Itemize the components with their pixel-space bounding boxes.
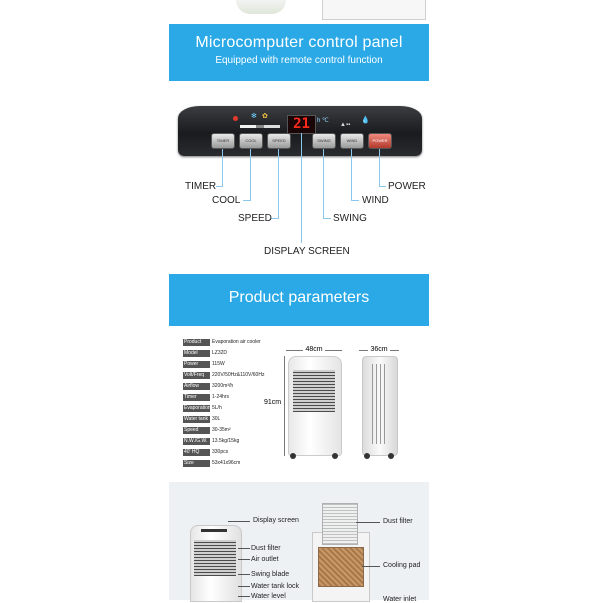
height-dimension-line xyxy=(284,356,285,456)
water-drop-icon: 💧 xyxy=(361,117,370,124)
height-value: 91cm xyxy=(264,399,282,406)
timer-button[interactable]: TIMER xyxy=(211,133,235,149)
snowflake-icon: ✻ xyxy=(251,113,257,120)
wind-label: WIND xyxy=(362,195,389,206)
diagram-label-dust-filter: Dust filter xyxy=(251,545,281,552)
depth-dimension: 36cm xyxy=(359,346,399,353)
diagram-label-display-screen: Display screen xyxy=(253,517,299,524)
cooler-front-grill xyxy=(293,370,335,412)
top-product-image-left xyxy=(236,0,286,14)
depth-value: 36cm xyxy=(368,346,390,353)
display-screen-label: DISPLAY SCREEN xyxy=(264,246,350,257)
product-parameters-title: Product parameters xyxy=(228,289,370,306)
product-parameters-banner: Product parameters xyxy=(169,274,429,326)
cooler-side-vents xyxy=(372,364,386,444)
cool-label: COOL xyxy=(212,195,241,206)
display-callout-line xyxy=(301,133,302,243)
swing-button[interactable]: SWING xyxy=(312,133,336,149)
power-label: POWER xyxy=(388,181,426,192)
power-indicator-icon xyxy=(233,116,238,121)
speed-button[interactable]: SPEED xyxy=(267,133,291,149)
diagram-label-water-level: Water level xyxy=(251,593,286,600)
control-panel-title: Microcomputer control panel xyxy=(195,34,403,51)
status-icons: h ℃ xyxy=(317,118,329,124)
swing-callout-line xyxy=(323,149,324,219)
top-product-image-right xyxy=(322,0,426,20)
cooler-side-wheel-right xyxy=(388,453,394,459)
fan-icon: ✿ xyxy=(262,113,268,120)
power-button[interactable]: POWER xyxy=(368,133,392,149)
timer-callout-line xyxy=(222,149,223,187)
diagram-cooling-pad xyxy=(318,547,364,587)
control-panel-banner: Microcomputer control panel Equipped wit… xyxy=(169,24,429,81)
speed-label: SPEED xyxy=(238,213,272,224)
display-screen: 21 xyxy=(287,115,316,134)
diagram-label-air-outlet: Air outlet xyxy=(251,556,279,563)
cooler-side-wheel-left xyxy=(364,453,370,459)
diagram-dust-filter-panel xyxy=(322,503,358,545)
width-dimension: 48cm xyxy=(286,346,342,353)
control-panel-subtitle: Equipped with remote control function xyxy=(215,55,383,66)
cool-button[interactable]: COOL xyxy=(239,133,263,149)
diagram-label-swing-blade: Swing blade xyxy=(251,571,290,578)
diagram-label-cooling-pad: Cooling pad xyxy=(383,562,421,569)
cooler-front-wheel-right xyxy=(332,453,338,459)
cooler-front-wheel-left xyxy=(290,453,296,459)
diagram-label-water-tank-lock: Water tank lock xyxy=(251,583,299,590)
cool-callout-line xyxy=(250,149,251,201)
diagram-display-screen xyxy=(201,529,227,532)
timer-label: TIMER xyxy=(185,181,217,192)
mode-bar-indicator xyxy=(240,125,280,128)
wind-button[interactable]: WIND xyxy=(340,133,364,149)
wind-level-icon: ▲▪▪ xyxy=(340,122,351,128)
width-value: 48cm xyxy=(303,346,325,353)
power-callout-line xyxy=(379,149,380,187)
diagram-label-dust-filter-right: Dust filter xyxy=(383,518,413,525)
wind-callout-line xyxy=(351,149,352,201)
speed-callout-line xyxy=(278,149,279,219)
swing-label: SWING xyxy=(333,213,367,224)
diagram-air-outlet-grill xyxy=(194,540,236,576)
